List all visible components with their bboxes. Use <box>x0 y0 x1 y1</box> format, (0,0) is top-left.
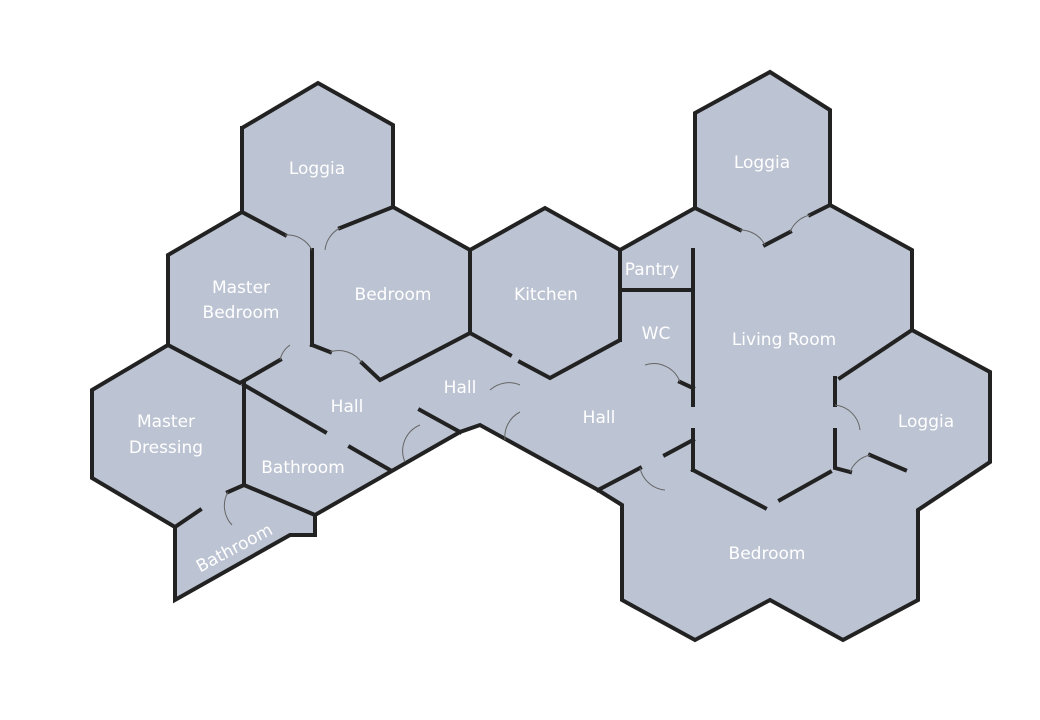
room-label-loggia-top-right: Loggia <box>734 153 790 173</box>
room-label-loggia-left: Loggia <box>289 159 345 179</box>
room-label-master-bedroom-2: Bedroom <box>203 303 280 323</box>
room-label-bedroom-lower: Bedroom <box>729 544 806 564</box>
room-label-living-room: Living Room <box>732 330 836 350</box>
room-label-hall-center: Hall <box>444 378 477 398</box>
room-label-loggia-right: Loggia <box>898 412 954 432</box>
room-labels: Loggia Master Bedroom Bedroom Kitchen Lo… <box>129 153 954 577</box>
room-label-bathroom: Bathroom <box>261 458 345 478</box>
room-label-pantry: Pantry <box>625 260 679 280</box>
room-label-master-bedroom-1: Master <box>212 278 270 298</box>
room-label-wc: WC <box>642 324 671 344</box>
room-label-master-dressing-1: Master <box>137 412 195 432</box>
door-swings <box>223 214 871 526</box>
room-label-kitchen: Kitchen <box>514 285 578 305</box>
interior-walls <box>165 126 915 530</box>
room-label-master-dressing-2: Dressing <box>129 438 203 458</box>
room-label-bedroom-upper: Bedroom <box>355 285 432 305</box>
room-label-hall-left: Hall <box>331 397 364 417</box>
room-label-hall-right: Hall <box>583 408 616 428</box>
